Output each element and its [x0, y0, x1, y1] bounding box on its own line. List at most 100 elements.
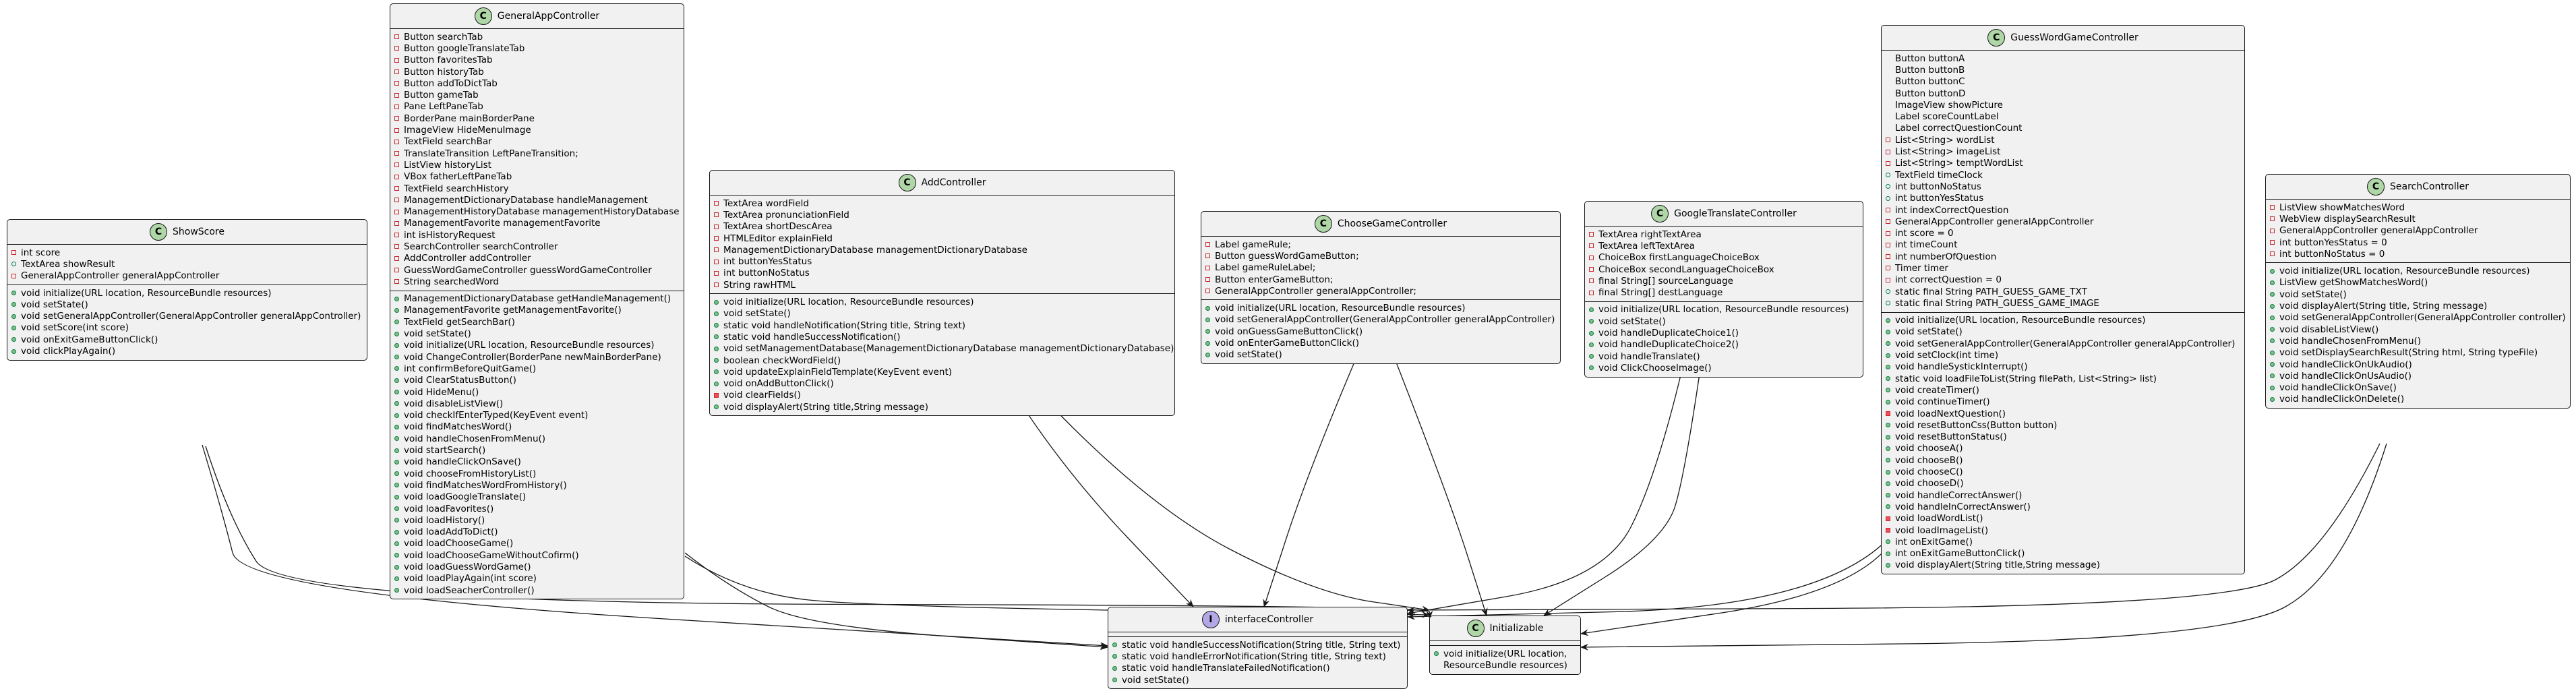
- private-visibility-icon: [1589, 255, 1594, 260]
- private-visibility-icon: [714, 201, 719, 206]
- method-row: static void handleSuccessNotification(): [714, 331, 1170, 342]
- method-row: void loadAddToDict(): [394, 526, 680, 537]
- private-visibility-icon: [394, 174, 399, 179]
- field-text: Label correctQuestionCount: [1895, 123, 2023, 134]
- public-visibility-icon: [1886, 196, 1890, 201]
- field-row: int indexCorrectQuestion: [1886, 204, 2240, 216]
- class-stereotype-icon: C: [2367, 178, 2385, 196]
- method-row: void setGeneralAppController(GeneralAppC…: [1886, 338, 2240, 349]
- public-visibility-icon: [714, 323, 719, 328]
- field-row: VBox fatherLeftPaneTab: [394, 171, 680, 183]
- public-visibility-icon: [1589, 354, 1594, 359]
- field-text: List<String> imageList: [1895, 146, 2001, 158]
- private-visibility-icon: [1589, 232, 1594, 237]
- class-stereotype-icon: C: [474, 7, 492, 25]
- class-name: SearchController: [2390, 181, 2469, 192]
- public-visibility-icon: [1886, 481, 1890, 486]
- private-visibility-icon: [1886, 254, 1890, 260]
- method-text: void loadAddToDict(): [404, 527, 498, 538]
- method-row: void createTimer(): [1886, 384, 2240, 396]
- method-text: void handleClickOnUsAudio(): [2279, 370, 2412, 382]
- field-text: Button addToDictTab: [404, 78, 498, 89]
- method-row: void loadWordList(): [1886, 513, 2240, 525]
- public-visibility-icon: [394, 471, 399, 477]
- field-row: TextArea wordField: [714, 198, 1170, 209]
- public-visibility-icon: [394, 529, 399, 535]
- method-text: ManagementDictionaryDatabase getHandleMa…: [404, 293, 671, 305]
- method-row: void initialize(URL location, ResourceBu…: [394, 340, 680, 351]
- public-visibility-icon: [394, 390, 399, 395]
- method-row: void resetButtonCss(Button button): [1886, 419, 2240, 431]
- field-row: static final String PATH_GUESS_GAME_IMAG…: [1886, 297, 2240, 309]
- field-text: static final String PATH_GUESS_GAME_IMAG…: [1895, 297, 2099, 309]
- method-row: void setState(): [1886, 326, 2240, 338]
- method-text: static void handleNotification(String ti…: [723, 320, 966, 331]
- public-visibility-icon: [11, 262, 16, 267]
- private-visibility-icon: [1886, 208, 1890, 212]
- public-visibility-icon: [394, 342, 399, 348]
- field-row: TextField timeClock: [1886, 169, 2240, 181]
- private-visibility-icon: [394, 127, 399, 133]
- method-text: void setClock(int time): [1895, 350, 1999, 361]
- method-row: void onGuessGameButtonClick(): [1205, 326, 1556, 337]
- field-row: int buttonNoStatus: [1886, 181, 2240, 192]
- field-text: int buttonNoStatus: [723, 268, 810, 279]
- field-row: int isHistoryRequest: [394, 229, 680, 241]
- field-text: TextArea leftTextArea: [1598, 240, 1695, 251]
- private-visibility-icon: [1205, 265, 1210, 270]
- field-row: ManagementFavorite managementFavorite: [394, 218, 680, 229]
- method-row: void setClock(int time): [1886, 349, 2240, 361]
- private-visibility-icon: [394, 220, 399, 226]
- field-row: BorderPane mainBorderPane: [394, 113, 680, 124]
- method-text: void createTimer(): [1895, 384, 1979, 396]
- method-row: void ClearStatusButton(): [394, 375, 680, 386]
- field-text: TextArea shortDescArea: [723, 221, 833, 233]
- field-text: TextArea pronunciationField: [723, 209, 849, 220]
- private-visibility-icon: [1589, 278, 1594, 284]
- method-compartment: void initialize(URL location, ResourceBu…: [1201, 299, 1560, 363]
- field-text: GuessWordGameController guessWordGameCon…: [404, 264, 652, 276]
- method-text: void initialize(URL location, ResourceBu…: [2279, 266, 2530, 277]
- method-row: void setState(): [11, 299, 363, 310]
- method-compartment: void initialize(URL location, ResourceBu…: [2266, 262, 2570, 408]
- public-visibility-icon: [11, 349, 16, 354]
- method-row: void chooseD(): [1886, 478, 2240, 489]
- public-visibility-icon: [1112, 665, 1117, 671]
- public-visibility-icon: [1205, 329, 1210, 334]
- method-text: static void handleSuccessNotification(): [723, 331, 901, 342]
- field-text: TextField searchHistory: [404, 183, 509, 194]
- field-row: Button historyTab: [394, 66, 680, 78]
- private-visibility-icon: [394, 81, 399, 86]
- public-visibility-icon: [1886, 539, 1890, 545]
- method-text: void loadGuessWordGame(): [404, 562, 531, 572]
- method-row: void initialize(URL location, ResourceBu…: [2270, 265, 2566, 276]
- method-row: static void handleTranslateFailedNotific…: [1112, 663, 1403, 674]
- field-row: Label gameRuleLabel;: [1205, 262, 1556, 274]
- field-text: int buttonYesStatus = 0: [2279, 237, 2387, 248]
- edge-GuessWordGameController-to-Initializable: [1580, 542, 1892, 636]
- field-row: final String[] destLanguage: [1589, 287, 1859, 298]
- method-text: void setState(): [1122, 674, 1189, 686]
- method-row: void HideMenu(): [394, 386, 680, 398]
- edge-SearchController-to-Initializable: [1580, 443, 2387, 651]
- field-row: ChoiceBox firstLanguageChoiceBox: [1589, 252, 1859, 264]
- public-visibility-icon: [2270, 338, 2275, 344]
- field-row: Button buttonD: [1886, 88, 2240, 99]
- class-stereotype-icon: C: [898, 174, 916, 191]
- field-text: Button guessWordGameButton;: [1215, 250, 1359, 262]
- method-row: void loadGuessWordGame(): [394, 561, 680, 572]
- field-text: final String[] destLanguage: [1598, 287, 1723, 299]
- field-text: int indexCorrectQuestion: [1895, 204, 2009, 216]
- method-text: boolean checkWordField(): [723, 355, 841, 366]
- method-text: void setScore(int score): [21, 322, 129, 334]
- field-text: int score = 0: [1895, 228, 1954, 239]
- public-visibility-icon: [1589, 319, 1594, 324]
- method-row: void loadHistory(): [394, 514, 680, 526]
- method-text: void chooseFromHistoryList(): [404, 468, 537, 479]
- public-visibility-icon: [394, 588, 399, 593]
- field-text: String rawHTML: [723, 279, 796, 291]
